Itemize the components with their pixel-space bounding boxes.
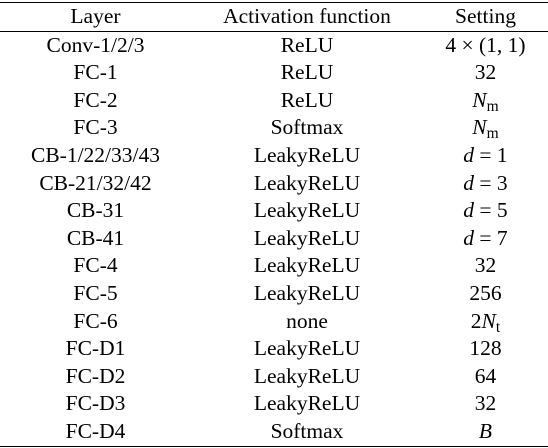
cell-setting: d = 7	[463, 225, 508, 250]
cell-layer: CB-41	[66, 225, 125, 250]
cell-activation-function: ReLU	[280, 60, 334, 85]
header-activation-function: Activation function	[223, 4, 391, 28]
cell-setting: Nm	[472, 115, 499, 143]
cell-activation-function: LeakyReLU	[253, 280, 361, 305]
cell-activation-function: Softmax	[270, 115, 344, 140]
table-row: FC-4 LeakyReLU 32	[0, 252, 548, 280]
table-row: FC-D1 LeakyReLU 128	[0, 335, 548, 363]
cell-setting: Nm	[472, 87, 499, 115]
table-row: FC-1 ReLU 32	[0, 59, 548, 87]
cell-layer: CB-21/32/42	[39, 170, 152, 195]
header-layer: Layer	[70, 4, 121, 28]
cell-setting: 2Nt	[470, 308, 501, 336]
table-row: CB-41 LeakyReLU d = 7	[0, 225, 548, 253]
cell-setting: 32	[474, 253, 497, 278]
cell-setting: 4 × (1, 1)	[445, 32, 526, 57]
header-setting: Setting	[455, 4, 516, 28]
cell-activation-function: LeakyReLU	[253, 363, 361, 388]
table-row: FC-D4 Softmax B	[0, 418, 548, 446]
cell-activation-function: LeakyReLU	[253, 170, 361, 195]
cell-layer: Conv-1/2/3	[46, 32, 145, 57]
cell-layer: FC-D4	[65, 418, 126, 443]
table-row: FC-3 Softmax Nm	[0, 114, 548, 142]
cell-layer: CB-31	[66, 198, 125, 223]
cell-layer: FC-1	[73, 60, 118, 85]
cell-activation-function: LeakyReLU	[253, 198, 361, 223]
table-row: Conv-1/2/3 ReLU 4 × (1, 1)	[0, 31, 548, 59]
cell-layer: FC-D1	[65, 336, 126, 361]
cell-setting: d = 1	[463, 142, 508, 167]
cell-layer: FC-6	[73, 308, 118, 333]
cell-activation-function: LeakyReLU	[253, 336, 361, 361]
cell-setting: 32	[474, 391, 497, 416]
cell-setting: d = 5	[463, 198, 508, 223]
table-row: FC-6 none 2Nt	[0, 308, 548, 336]
cell-activation-function: none	[286, 308, 328, 333]
cell-layer: FC-D2	[65, 363, 126, 388]
table-row: CB-1/22/33/43 LeakyReLU d = 1	[0, 142, 548, 170]
table-row: CB-21/32/42 LeakyReLU d = 3	[0, 170, 548, 198]
table-row: CB-31 LeakyReLU d = 5	[0, 197, 548, 225]
cell-setting: 64	[474, 363, 497, 388]
cell-activation-function: LeakyReLU	[253, 253, 361, 278]
cell-layer: FC-D3	[65, 391, 126, 416]
table-row: FC-2 ReLU Nm	[0, 87, 548, 115]
cell-layer: FC-5	[73, 280, 118, 305]
cell-layer: FC-4	[73, 253, 118, 278]
cell-activation-function: Softmax	[270, 418, 344, 443]
cell-setting: d = 3	[463, 170, 508, 195]
cell-setting: 256	[469, 280, 502, 305]
cell-activation-function: ReLU	[280, 87, 334, 112]
table-row: FC-5 LeakyReLU 256	[0, 280, 548, 308]
cell-layer: FC-3	[73, 115, 118, 140]
cell-setting: 32	[474, 60, 497, 85]
cell-activation-function: LeakyReLU	[253, 391, 361, 416]
table-row: FC-D3 LeakyReLU 32	[0, 390, 548, 418]
cell-activation-function: ReLU	[280, 32, 334, 57]
cell-layer: FC-2	[73, 87, 118, 112]
cell-setting: B	[478, 418, 493, 443]
cell-layer: CB-1/22/33/43	[30, 142, 160, 167]
cell-activation-function: LeakyReLU	[253, 142, 361, 167]
table-header-row: Layer Activation function Setting	[0, 2, 548, 32]
cell-activation-function: LeakyReLU	[253, 225, 361, 250]
cell-setting: 128	[469, 336, 502, 361]
table-row: FC-D2 LeakyReLU 64	[0, 363, 548, 391]
